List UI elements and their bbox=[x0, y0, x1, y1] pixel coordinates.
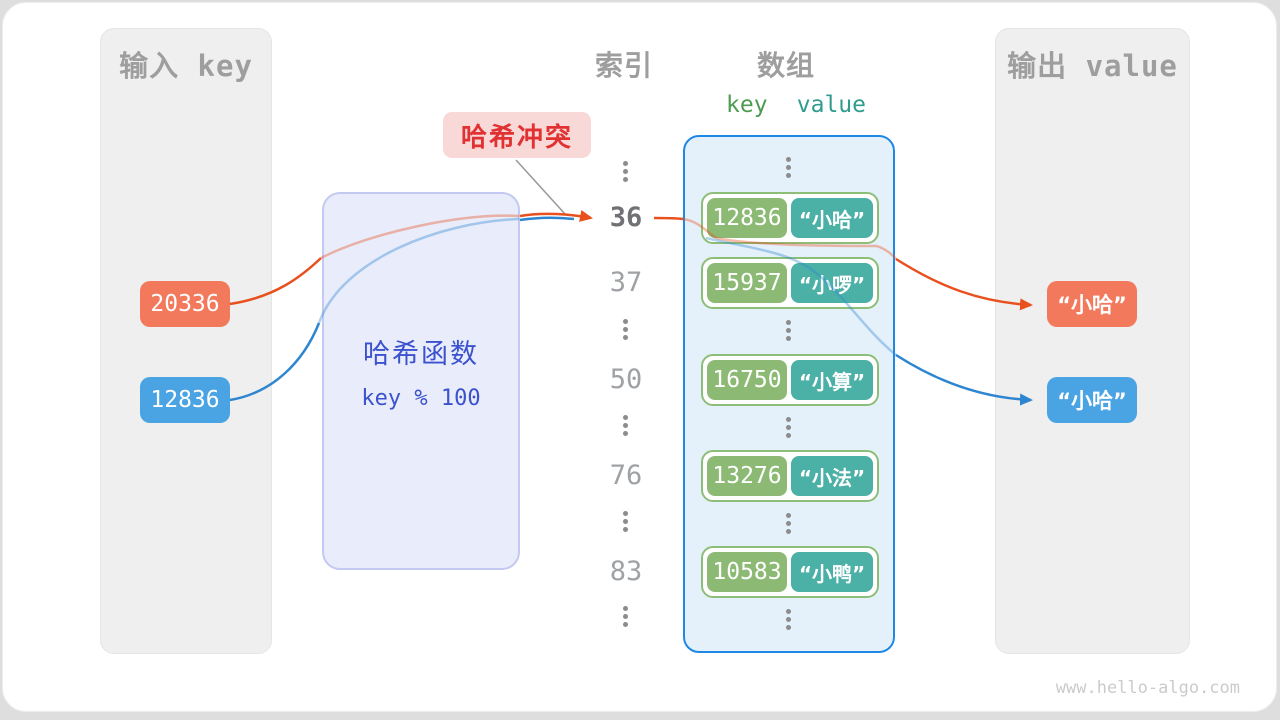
array-entry-13276: 13276 “小法” bbox=[701, 450, 879, 502]
array-entry-16750: 16750 “小算” bbox=[701, 354, 879, 406]
watermark-text: www.hello-algo.com bbox=[1055, 678, 1240, 698]
hash-function-box: 哈希函数 key % 100 bbox=[322, 192, 520, 570]
input-key-20336: 20336 bbox=[140, 281, 230, 327]
entry-key: 12836 bbox=[707, 198, 787, 238]
array-entry-15937: 15937 “小啰” bbox=[701, 257, 879, 309]
index-76: 76 bbox=[609, 460, 643, 491]
index-36: 36 bbox=[609, 202, 643, 233]
entry-value: “小法” bbox=[791, 456, 873, 496]
index-37: 37 bbox=[609, 267, 643, 298]
ellipsis-icon bbox=[623, 415, 628, 436]
output-value-panel: 输出 value bbox=[995, 28, 1190, 654]
input-key-12836: 12836 bbox=[140, 377, 230, 423]
entry-value: “小算” bbox=[791, 360, 873, 400]
hash-function-formula: key % 100 bbox=[361, 386, 481, 411]
hash-function-title: 哈希函数 bbox=[363, 339, 479, 370]
index-83: 83 bbox=[609, 556, 643, 587]
entry-key: 13276 bbox=[707, 456, 787, 496]
output-value-blue: “小哈” bbox=[1047, 377, 1137, 423]
index-50: 50 bbox=[609, 364, 643, 395]
ellipsis-icon bbox=[786, 320, 791, 341]
entry-key: 16750 bbox=[707, 360, 787, 400]
output-value-orange: “小哈” bbox=[1047, 281, 1137, 327]
key-header-label: key bbox=[726, 92, 768, 118]
entry-key: 15937 bbox=[707, 263, 787, 303]
input-panel-title: 输入 key bbox=[119, 49, 253, 83]
ellipsis-icon bbox=[623, 511, 628, 532]
ellipsis-icon bbox=[786, 417, 791, 438]
output-panel-title: 输出 value bbox=[1007, 49, 1178, 83]
array-kv-header: key value bbox=[726, 92, 866, 118]
array-entry-12836: 12836 “小哈” bbox=[701, 192, 879, 244]
entry-value: “小鸭” bbox=[791, 552, 873, 592]
ellipsis-icon bbox=[786, 513, 791, 534]
array-entry-10583: 10583 “小鸭” bbox=[701, 546, 879, 598]
hash-collision-badge: 哈希冲突 bbox=[443, 112, 591, 158]
entry-value: “小哈” bbox=[791, 198, 873, 238]
input-key-panel: 输入 key bbox=[100, 28, 272, 654]
entry-key: 10583 bbox=[707, 552, 787, 592]
ellipsis-icon bbox=[786, 157, 791, 178]
ellipsis-icon bbox=[623, 319, 628, 340]
array-column-title: 数组 bbox=[756, 49, 815, 82]
ellipsis-icon bbox=[623, 161, 628, 182]
index-column-title: 索引 bbox=[594, 49, 653, 82]
ellipsis-icon bbox=[786, 609, 791, 630]
ellipsis-icon bbox=[623, 606, 628, 627]
entry-value: “小啰” bbox=[791, 263, 873, 303]
value-header-label: value bbox=[796, 92, 866, 118]
